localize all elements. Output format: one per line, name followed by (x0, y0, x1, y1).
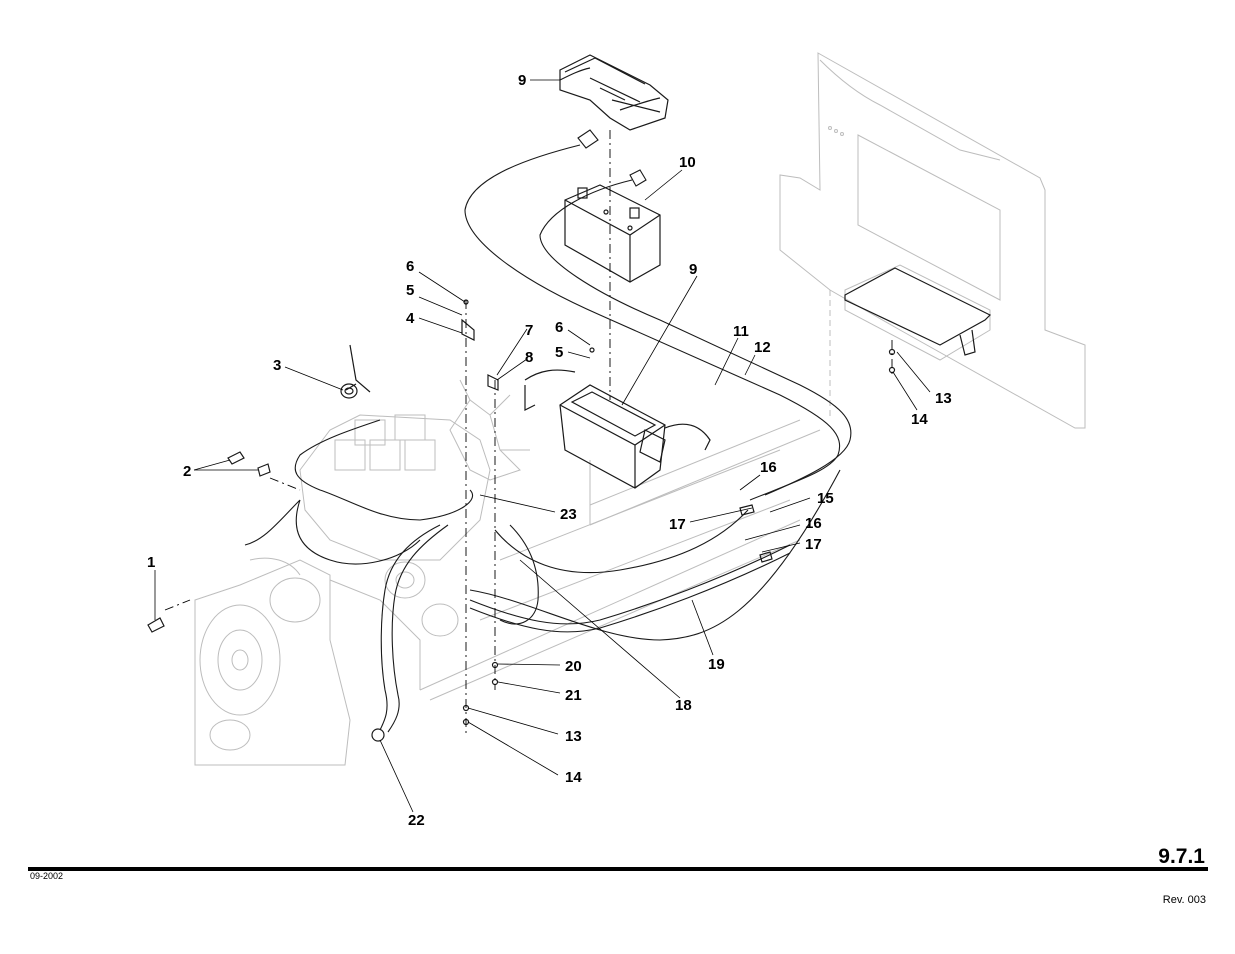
callout-10: 10 (679, 154, 696, 171)
footer-rule (28, 867, 1208, 871)
callout-6b: 6 (555, 319, 563, 336)
callout-14: 14 (565, 769, 582, 786)
callout-17b: 17 (805, 536, 822, 553)
callout-19: 19 (708, 656, 725, 673)
revision-date: 09-2002 (30, 871, 64, 881)
callout-3: 3 (273, 357, 281, 374)
callout-13: 13 (565, 728, 582, 745)
callout-5: 5 (406, 282, 414, 299)
callout-14-right: 14 (911, 411, 928, 428)
battery-cables (464, 129, 852, 501)
callout-4: 4 (406, 310, 415, 327)
callout-21: 21 (565, 687, 582, 704)
battery-cover (559, 54, 669, 131)
callout-2: 2 (183, 463, 191, 480)
callout-20: 20 (565, 658, 582, 675)
callout-labels: 1 2 3 4 5 6 7 8 6 5 9 10 9 11 12 13 14 1… (147, 72, 952, 829)
callout-5b: 5 (555, 344, 563, 361)
callout-15: 15 (817, 490, 834, 507)
revision-label: Rev. 003 (1162, 894, 1206, 906)
callout-1: 1 (147, 554, 155, 571)
engine-harness (244, 344, 841, 742)
battery-box (524, 369, 711, 489)
callout-9-box: 9 (689, 261, 697, 278)
mounting-panel-ghost (779, 52, 1086, 429)
callout-17: 17 (669, 516, 686, 533)
callout-16b: 16 (805, 515, 822, 532)
callout-18: 18 (675, 697, 692, 714)
callout-6: 6 (406, 258, 414, 275)
callout-9-cover: 9 (518, 72, 526, 89)
callout-8: 8 (525, 349, 533, 366)
leader-lines (154, 79, 931, 813)
callout-23: 23 (560, 506, 577, 523)
page-number: 9.7.1 (1158, 845, 1205, 868)
battery (564, 184, 661, 283)
center-lines (164, 130, 893, 735)
callout-16: 16 (760, 459, 777, 476)
engine-ghost (194, 379, 530, 766)
callout-7: 7 (525, 322, 533, 339)
callout-11: 11 (733, 323, 749, 340)
callout-13-right: 13 (935, 390, 952, 407)
callout-22: 22 (408, 812, 425, 829)
callout-12: 12 (754, 339, 771, 356)
